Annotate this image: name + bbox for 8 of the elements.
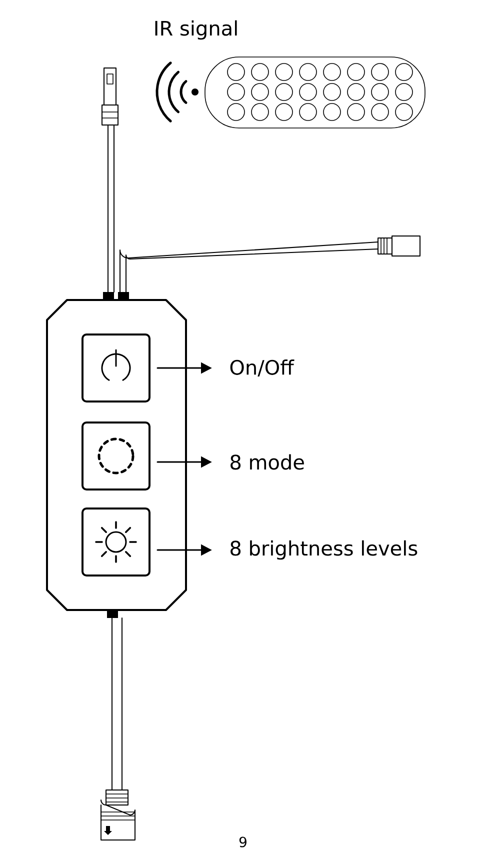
mode-button — [82, 422, 150, 490]
title-label: IR signal — [155, 20, 237, 40]
page-number: 9 — [239, 836, 246, 848]
function-label: 8 brightness levels — [230, 540, 418, 560]
power-button — [82, 334, 150, 402]
function-label: On/Off — [230, 359, 294, 377]
brightness-button — [82, 508, 150, 576]
function-label: 8 mode — [230, 454, 304, 470]
